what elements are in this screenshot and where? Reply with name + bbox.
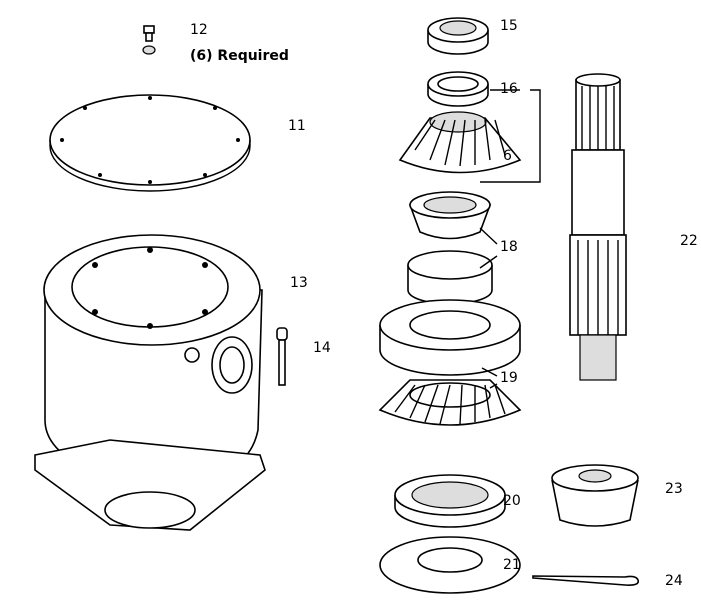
label-13: 13	[290, 275, 308, 291]
label-15: 15	[500, 18, 518, 34]
label-21: 21	[503, 557, 521, 573]
bearing-cone-18	[408, 191, 492, 240]
shaft-22	[569, 73, 627, 381]
seal-15	[427, 17, 489, 55]
label-required-note: (6) Required	[190, 48, 289, 64]
leader-19	[481, 367, 498, 389]
nut-23	[551, 464, 639, 527]
bearing-19	[378, 379, 522, 426]
race-16	[427, 71, 489, 107]
label-22: 22	[680, 233, 698, 249]
spacer-ring	[379, 299, 521, 376]
leader-18	[479, 227, 498, 269]
label-18: 18	[500, 239, 518, 255]
cotter-pin-24	[532, 575, 640, 586]
screw-12	[142, 25, 156, 55]
label-11: 11	[288, 118, 306, 134]
bevel-gear-6	[398, 111, 522, 174]
label-6: 6	[503, 148, 512, 164]
label-16: 16	[500, 81, 518, 97]
housing-13	[34, 234, 266, 531]
label-20: 20	[503, 493, 521, 509]
bracket-16-6	[480, 89, 541, 183]
pin-14	[276, 327, 288, 386]
washer-21	[379, 536, 521, 594]
label-19: 19	[500, 370, 518, 386]
bearing-cup-18	[407, 250, 493, 305]
label-12: 12	[190, 22, 208, 38]
seal-20	[394, 474, 506, 528]
label-24: 24	[665, 573, 683, 589]
label-14: 14	[313, 340, 331, 356]
label-23: 23	[665, 481, 683, 497]
cover-plate-11	[49, 94, 251, 192]
